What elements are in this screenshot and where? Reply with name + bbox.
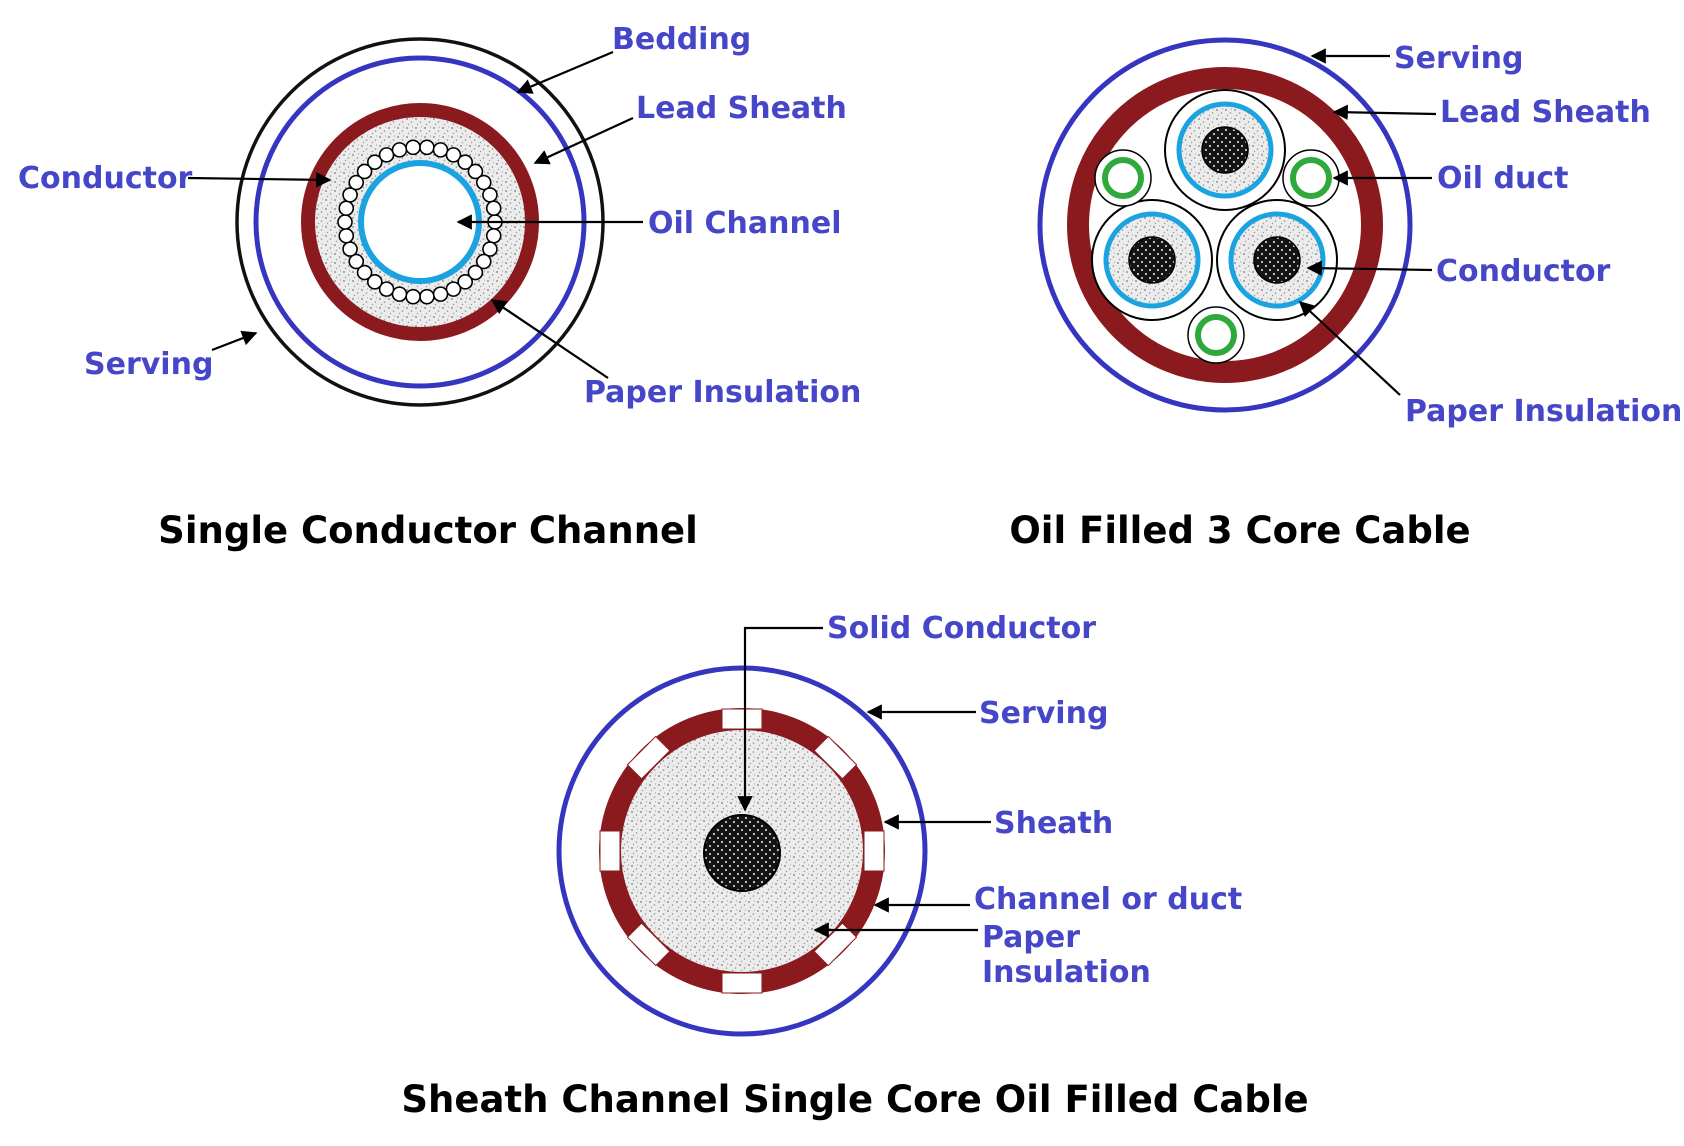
label-lead-sheath: Lead Sheath [1440,95,1651,130]
conductor-core-left [1128,236,1176,284]
label-oil-duct: Oil duct [1437,161,1568,196]
serving-ring [1037,37,1413,413]
conductor-core-top [1201,126,1249,174]
label-solid-conductor: Solid Conductor [827,611,1096,646]
label-lead-sheath: Lead Sheath [636,91,847,126]
label-paper-insulation: Paper Insulation [1405,394,1682,429]
label-paper-insulation-line1: Paper [982,920,1080,955]
sheath-channels [599,708,885,994]
sheath-channel-single-core-diagram: Solid Conductor Serving Sheath Channel o… [401,611,1308,1121]
oil-filled-3-core-cable-diagram: Serving Lead Sheath Oil duct Conductor P… [1009,37,1682,552]
label-serving: Serving [979,696,1108,731]
solid-conductor-core [703,814,781,892]
conductor-core-right [1253,236,1301,284]
serving-ring [556,665,928,1037]
label-oil-channel: Oil Channel [648,206,841,241]
single-conductor-channel-diagram: Bedding Lead Sheath Conductor Oil Channe… [18,22,861,552]
label-paper-insulation: Paper Insulation [584,375,861,410]
oil-duct-right [1290,157,1332,199]
caption-oil-filled-3-core-cable: Oil Filled 3 Core Cable [1009,509,1470,552]
label-conductor: Conductor [18,161,193,196]
label-paper-insulation-line2: Insulation [982,955,1151,990]
label-sheath: Sheath [994,806,1113,841]
label-channel-or-duct: Channel or duct [974,882,1242,917]
label-serving: Serving [1394,41,1523,76]
conductor-strand-ring [337,139,503,305]
caption-single-conductor-channel: Single Conductor Channel [158,509,698,552]
oil-duct-bottom [1195,314,1237,356]
caption-sheath-channel-single-core: Sheath Channel Single Core Oil Filled Ca… [401,1078,1308,1121]
label-serving: Serving [84,347,213,382]
label-conductor: Conductor [1436,254,1611,289]
label-bedding: Bedding [612,22,751,57]
oil-duct-left [1102,157,1144,199]
